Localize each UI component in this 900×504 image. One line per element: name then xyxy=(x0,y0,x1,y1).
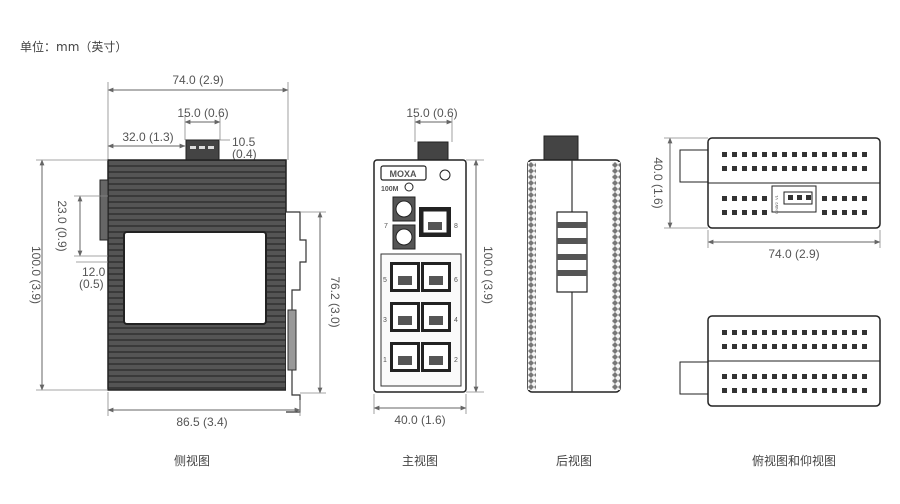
dim-side-protrusion-b: (0.4) xyxy=(232,147,257,161)
dim-side-rail-height: 76.2 (3.0) xyxy=(328,276,342,327)
dim-top-width: 74.0 (2.9) xyxy=(768,247,819,261)
dim-side-small-b: (0.5) xyxy=(79,277,104,291)
caption-front-view: 主视图 xyxy=(401,454,438,468)
dim-side-depth: 86.5 (3.4) xyxy=(176,415,227,429)
terminal-label-gnd: GND xyxy=(774,205,779,214)
dim-side-inner: 23.0 (0.9) xyxy=(55,200,69,251)
bottom-view xyxy=(679,315,881,407)
side-view: 74.0 (2.9) 15.0 (0.6) 32.0 (1.3) 10.5 (0… xyxy=(29,73,342,429)
dim-front-port-width: 15.0 (0.6) xyxy=(406,106,457,120)
port-num-4: 4 xyxy=(454,317,458,324)
port-num-8: 8 xyxy=(454,223,458,230)
port-num-2: 2 xyxy=(454,357,458,364)
dim-side-width: 74.0 (2.9) xyxy=(172,73,223,87)
dim-front-width: 40.0 (1.6) xyxy=(394,413,445,427)
dim-side-protrusion-a: 10.5 xyxy=(232,135,256,149)
front-brand-logo: MOXA xyxy=(390,169,418,179)
caption-side-view: 侧视图 xyxy=(173,454,210,468)
port-num-5: 5 xyxy=(383,277,387,284)
port-num-1: 1 xyxy=(383,357,387,364)
port-num-7: 7 xyxy=(384,223,388,230)
top-view: V1 V2 GND 40.0 (1.6) 74.0 (2.9) xyxy=(651,137,881,261)
caption-back-view: 后视图 xyxy=(555,454,592,468)
terminal-label-v1: V1 xyxy=(774,194,779,200)
unit-note: 单位：mm（英寸） xyxy=(20,40,128,54)
front-speed-label: 100M xyxy=(381,186,399,193)
dim-side-small-a: 12.0 xyxy=(82,265,106,279)
front-view: 15.0 (0.6) MOXA 100M xyxy=(373,106,495,427)
dim-side-port-width: 15.0 (0.6) xyxy=(177,106,228,120)
caption-top-bottom-view: 俯视图和仰视图 xyxy=(751,454,836,468)
terminal-label-v2: V2 xyxy=(774,201,779,207)
port-num-3: 3 xyxy=(383,317,387,324)
dim-side-offset: 32.0 (1.3) xyxy=(122,130,173,144)
dim-top-depth: 40.0 (1.6) xyxy=(651,157,665,208)
dim-front-height: 100.0 (3.9) xyxy=(481,246,495,304)
port-num-6: 6 xyxy=(454,277,458,284)
back-view xyxy=(527,135,621,393)
dim-side-height: 100.0 (3.9) xyxy=(29,246,43,304)
